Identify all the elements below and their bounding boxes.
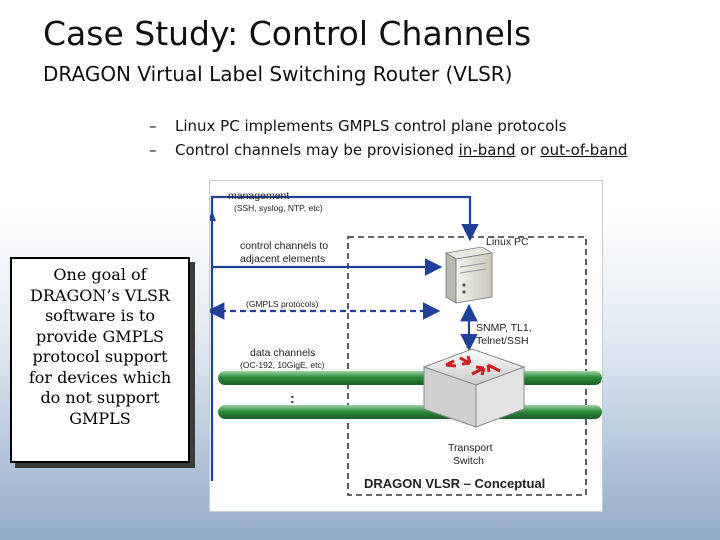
data-channels-sub-label: (OC-192, 10GigE, etc) <box>240 360 325 370</box>
callout-line: do not support <box>40 388 160 407</box>
management-sub-label: (SSH, syslog, NTP, etc) <box>234 203 323 213</box>
ellipsis-dots: : <box>290 390 295 406</box>
callout-box: One goal of DRAGON’s VLSR software is to… <box>10 257 190 463</box>
bullet-item: –Linux PC implements GMPLS control plane… <box>149 114 627 138</box>
vlsr-boundary <box>347 236 587 496</box>
bullet-dash: – <box>149 117 157 135</box>
bullet-text: Linux PC implements GMPLS control plane … <box>175 117 567 135</box>
data-channel-pipe <box>218 371 602 385</box>
vlsr-diagram: : management (SSH, syslog, NTP, etc) con… <box>206 180 603 512</box>
callout-line: One goal of <box>53 265 147 284</box>
transport-switch-icon <box>422 348 526 428</box>
diagram-canvas: : management (SSH, syslog, NTP, etc) con… <box>206 190 602 496</box>
bullet-list: –Linux PC implements GMPLS control plane… <box>149 114 627 162</box>
transport-label: Transport <box>448 442 493 454</box>
control-channels-label-2: adjacent elements <box>240 253 325 265</box>
slide-title: Case Study: Control Channels <box>43 14 532 53</box>
linux-pc-label: Linux PC <box>486 236 529 248</box>
out-of-band-link[interactable]: out-of-band <box>540 141 628 159</box>
control-channel-arrow <box>208 211 443 481</box>
callout-line: protocol support <box>32 347 168 366</box>
callout-line: DRAGON’s VLSR <box>30 285 170 305</box>
callout-line: provide GMPLS <box>36 326 164 346</box>
management-label: management <box>228 190 289 202</box>
in-band-link[interactable]: in-band <box>458 141 516 159</box>
data-channel-pipe <box>218 405 602 419</box>
callout-line: software is to <box>44 306 156 325</box>
bullet-text: or <box>515 141 541 159</box>
linux-pc-icon <box>444 246 494 304</box>
bullet-item: –Control channels may be provisioned in-… <box>149 138 627 162</box>
snmp-label: SNMP, TL1, <box>476 322 532 334</box>
switch-label: Switch <box>453 455 484 467</box>
data-channels-label: data channels <box>250 347 315 359</box>
snmp-label-2: Telnet/SSH <box>476 335 529 347</box>
diagram-caption: DRAGON VLSR – Conceptual <box>364 476 545 491</box>
slide-subtitle: DRAGON Virtual Label Switching Router (V… <box>43 62 513 86</box>
gmpls-label: (GMPLS protocols) <box>246 299 318 309</box>
callout-line: GMPLS <box>69 408 131 428</box>
bullet-dash: – <box>149 141 157 159</box>
bullet-text: Control channels may be provisioned <box>175 141 459 159</box>
callout-line: for devices which <box>28 367 172 387</box>
control-channels-label: control channels to <box>240 240 328 252</box>
